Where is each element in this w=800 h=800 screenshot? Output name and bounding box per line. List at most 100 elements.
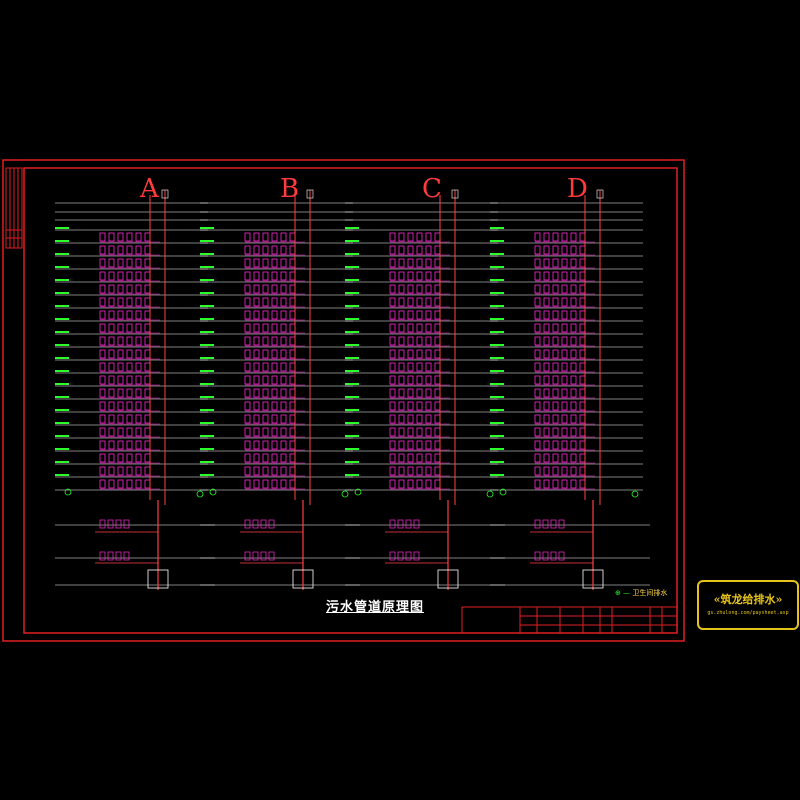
elevation-tag bbox=[345, 422, 359, 424]
fixture-mark bbox=[244, 271, 251, 281]
fixture-mark bbox=[552, 388, 559, 398]
fixture-mark bbox=[561, 388, 568, 398]
elevation-tag bbox=[345, 357, 359, 359]
fixture-mark bbox=[244, 427, 251, 437]
fixture-mark bbox=[135, 479, 142, 489]
fixture-mark bbox=[253, 271, 260, 281]
fixture-mark bbox=[579, 414, 586, 424]
fixture-mark bbox=[99, 349, 106, 359]
fixture-mark bbox=[543, 258, 550, 268]
fixture-mark bbox=[99, 440, 106, 450]
fixture-mark bbox=[389, 375, 396, 385]
elevation-tag bbox=[345, 383, 359, 385]
fixture-mark bbox=[253, 427, 260, 437]
fixture-mark bbox=[434, 427, 441, 437]
fixture-mark bbox=[135, 349, 142, 359]
fixture-mark bbox=[144, 271, 151, 281]
fixture-mark bbox=[425, 323, 432, 333]
fixture-mark bbox=[552, 336, 559, 346]
fixture-mark bbox=[253, 466, 260, 476]
fixture-mark bbox=[280, 284, 287, 294]
elevation-tag bbox=[345, 292, 359, 294]
fixture-mark bbox=[144, 336, 151, 346]
fixture-mark bbox=[135, 310, 142, 320]
elevation-tag bbox=[490, 305, 504, 307]
fixture-mark bbox=[262, 388, 269, 398]
fixture-mark bbox=[144, 427, 151, 437]
fixture-mark bbox=[398, 232, 405, 242]
fixture-mark bbox=[289, 245, 296, 255]
fixture-mark bbox=[570, 258, 577, 268]
fixture-mark bbox=[108, 362, 115, 372]
fixture-mark bbox=[398, 453, 405, 463]
fixture-mark bbox=[117, 245, 124, 255]
fixture-mark bbox=[407, 362, 414, 372]
fixture-mark bbox=[561, 258, 568, 268]
fixture-mark bbox=[389, 440, 396, 450]
fixture-mark bbox=[552, 258, 559, 268]
elevation-tag bbox=[490, 461, 504, 463]
fixture-mark bbox=[99, 297, 106, 307]
basement-fixture bbox=[413, 519, 420, 529]
fixture-mark bbox=[280, 388, 287, 398]
fixture-mark bbox=[271, 375, 278, 385]
basement-fixture bbox=[397, 551, 404, 561]
fixture-mark bbox=[135, 245, 142, 255]
elevation-tag bbox=[200, 448, 214, 450]
fixture-mark bbox=[398, 401, 405, 411]
fixture-mark bbox=[99, 362, 106, 372]
elevation-tag bbox=[490, 240, 504, 242]
fixture-mark bbox=[389, 453, 396, 463]
fixture-mark bbox=[262, 427, 269, 437]
fixture-mark bbox=[543, 271, 550, 281]
fixture-mark bbox=[534, 401, 541, 411]
fixture-mark bbox=[144, 310, 151, 320]
basement-fixture bbox=[550, 519, 557, 529]
fixture-mark bbox=[280, 323, 287, 333]
fixture-mark bbox=[389, 414, 396, 424]
fixture-mark bbox=[534, 427, 541, 437]
fixture-mark bbox=[280, 258, 287, 268]
fixture-mark bbox=[570, 349, 577, 359]
fixture-mark bbox=[425, 258, 432, 268]
elevation-tag bbox=[55, 422, 69, 424]
outlet-marker bbox=[341, 490, 349, 498]
elevation-tag bbox=[490, 279, 504, 281]
elevation-tag bbox=[55, 370, 69, 372]
fixture-mark bbox=[117, 401, 124, 411]
elevation-tag bbox=[490, 292, 504, 294]
fixture-mark bbox=[561, 297, 568, 307]
fixture-mark bbox=[579, 323, 586, 333]
fixture-mark bbox=[407, 245, 414, 255]
fixture-mark bbox=[253, 323, 260, 333]
fixture-mark bbox=[271, 271, 278, 281]
elevation-tag bbox=[490, 266, 504, 268]
basement-fixture bbox=[252, 519, 259, 529]
legend-symbol-icon: ⊕ — bbox=[615, 589, 631, 597]
fixture-mark bbox=[416, 401, 423, 411]
fixture-mark bbox=[135, 258, 142, 268]
fixture-mark bbox=[579, 375, 586, 385]
fixture-mark bbox=[543, 427, 550, 437]
fixture-mark bbox=[271, 258, 278, 268]
elevation-tag bbox=[55, 227, 69, 229]
fixture-mark bbox=[434, 453, 441, 463]
fixture-mark bbox=[280, 310, 287, 320]
fixture-mark bbox=[280, 427, 287, 437]
fixture-mark bbox=[253, 284, 260, 294]
fixture-mark bbox=[570, 479, 577, 489]
basement-fixture bbox=[99, 551, 106, 561]
fixture-mark bbox=[416, 232, 423, 242]
fixture-mark bbox=[117, 427, 124, 437]
fixture-mark bbox=[108, 453, 115, 463]
sump-pit bbox=[437, 569, 459, 589]
fixture-mark bbox=[117, 375, 124, 385]
fixture-mark bbox=[144, 388, 151, 398]
fixture-mark bbox=[262, 349, 269, 359]
fixture-mark bbox=[244, 453, 251, 463]
fixture-mark bbox=[99, 232, 106, 242]
fixture-mark bbox=[126, 427, 133, 437]
fixture-mark bbox=[579, 401, 586, 411]
elevation-tag bbox=[490, 396, 504, 398]
fixture-mark bbox=[144, 401, 151, 411]
